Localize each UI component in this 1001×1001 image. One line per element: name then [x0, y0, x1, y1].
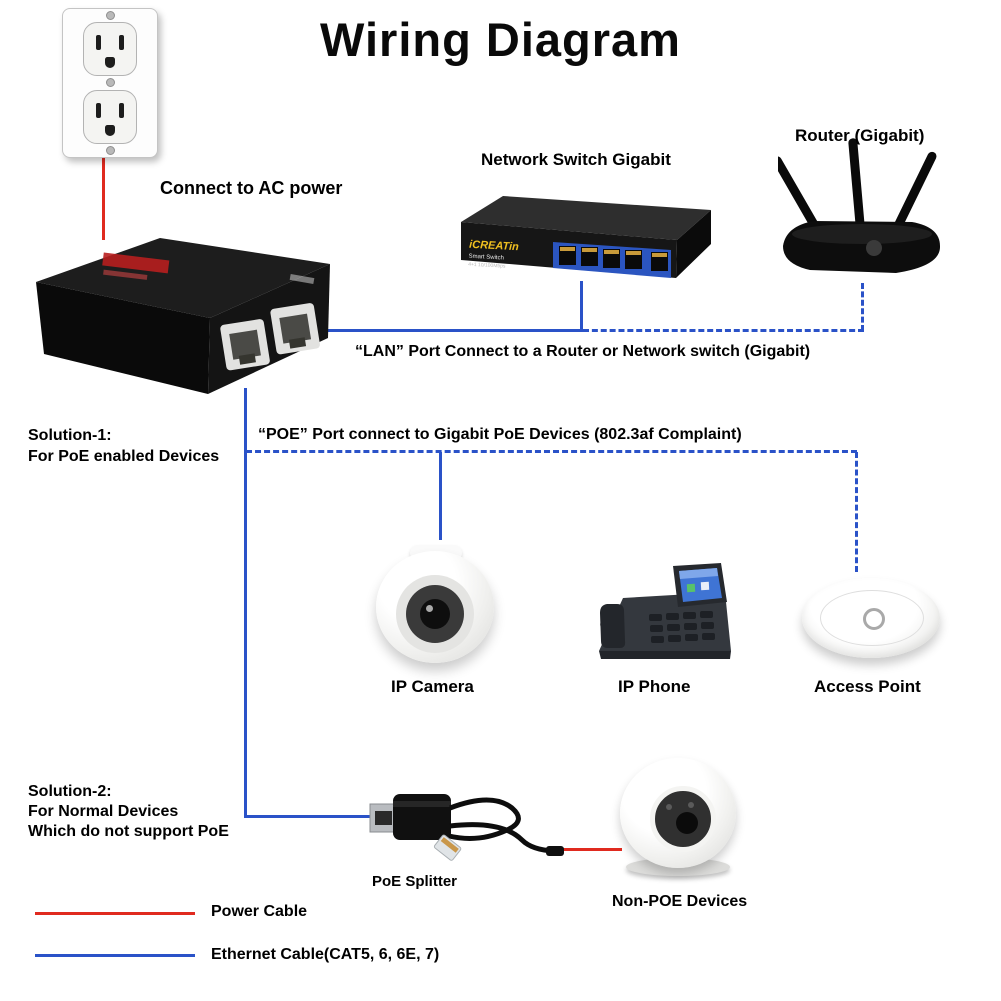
solution-2-line3: Which do not support PoE: [28, 823, 229, 840]
power-cable-outlet-to-injector: [102, 152, 105, 240]
switch-name-text: Smart Switch: [468, 254, 504, 262]
connect-ac-label: Connect to AC power: [160, 178, 343, 198]
poe-port-callout: “POE” Port connect to Gigabit PoE Device…: [258, 426, 742, 443]
phone-handset: [600, 604, 626, 648]
poe-splitter-label: PoE Splitter: [372, 873, 458, 890]
phone-keypad: [649, 611, 715, 643]
ip-camera-illustration: [374, 545, 500, 667]
switch-rj45-ports: [559, 246, 668, 271]
router-illustration: [778, 138, 941, 273]
outlet-screw: [105, 145, 115, 155]
splitter-data-cable: [448, 797, 521, 841]
ethernet-cable-camera-drop: [439, 452, 442, 540]
network-switch-illustration: iCREATin Smart Switch 4+1 10/100Mbps: [461, 196, 711, 278]
outlet-screw: [105, 78, 115, 88]
switch-brand-text: iCREATin: [469, 239, 520, 254]
solution-1-label: Solution-1: For PoE enabled Devices: [28, 425, 219, 467]
legend-power-line: [35, 912, 195, 915]
access-point-illustration: [798, 574, 944, 664]
ip-phone-illustration: [599, 563, 731, 659]
non-poe-devices-label: Non-POE Devices: [612, 893, 748, 910]
solution-1-line1: Solution-1:: [28, 427, 112, 444]
ip-camera-label: IP Camera: [391, 677, 474, 696]
lan-port-callout: “LAN” Port Connect to a Router or Networ…: [355, 343, 811, 360]
access-point-label: Access Point: [814, 677, 921, 696]
ethernet-cable-switch-drop: [580, 281, 583, 332]
legend-ethernet-label: Ethernet Cable(CAT5, 6, 6E, 7): [211, 946, 440, 963]
injector-rj45-ports: [220, 303, 320, 371]
legend-power-label: Power Cable: [211, 903, 308, 920]
solution-2-line2: For Normal Devices: [28, 803, 179, 820]
poe-injector-illustration: [36, 238, 330, 394]
solution-2-line1: Solution-2:: [28, 783, 112, 800]
splitter-dc-plug: [546, 846, 564, 856]
ip-phone-label: IP Phone: [618, 677, 691, 696]
poe-splitter-illustration: [369, 794, 564, 861]
ethernet-cable-to-splitter: [244, 815, 374, 818]
switch-spec-text: 4+1 10/100Mbps: [468, 262, 506, 270]
ethernet-dashed-ap-drop: [855, 452, 858, 572]
ethernet-cable-injector-to-switch: [316, 329, 583, 332]
ethernet-dashed-poe-bus: [246, 450, 857, 453]
outlet-screw: [105, 11, 115, 21]
router-antennas: [778, 138, 937, 233]
page-title: Wiring Diagram: [320, 13, 681, 66]
solution-2-label: Solution-2: For Normal Devices Which do …: [28, 782, 229, 842]
ethernet-dashed-router-drop: [861, 283, 864, 331]
ethernet-dashed-to-router: [583, 329, 864, 332]
solution-1-line2: For PoE enabled Devices: [28, 448, 220, 465]
power-cable-splitter-to-camera: [552, 848, 622, 851]
outlet-socket: [83, 89, 137, 144]
access-point-logo: [863, 608, 885, 630]
outlet-socket: [83, 22, 137, 77]
ethernet-cable-poe-vertical: [244, 388, 247, 818]
splitter-rj45-plug: [433, 834, 462, 861]
splitter-power-cable: [449, 822, 555, 854]
ac-outlet-illustration: [62, 8, 158, 158]
non-poe-camera-illustration: [612, 758, 744, 882]
router-logo: [866, 240, 882, 256]
router-label: Router (Gigabit): [795, 126, 925, 145]
network-switch-label: Network Switch Gigabit: [481, 150, 671, 169]
injector-red-label: [102, 252, 170, 280]
legend-ethernet-line: [35, 954, 195, 957]
